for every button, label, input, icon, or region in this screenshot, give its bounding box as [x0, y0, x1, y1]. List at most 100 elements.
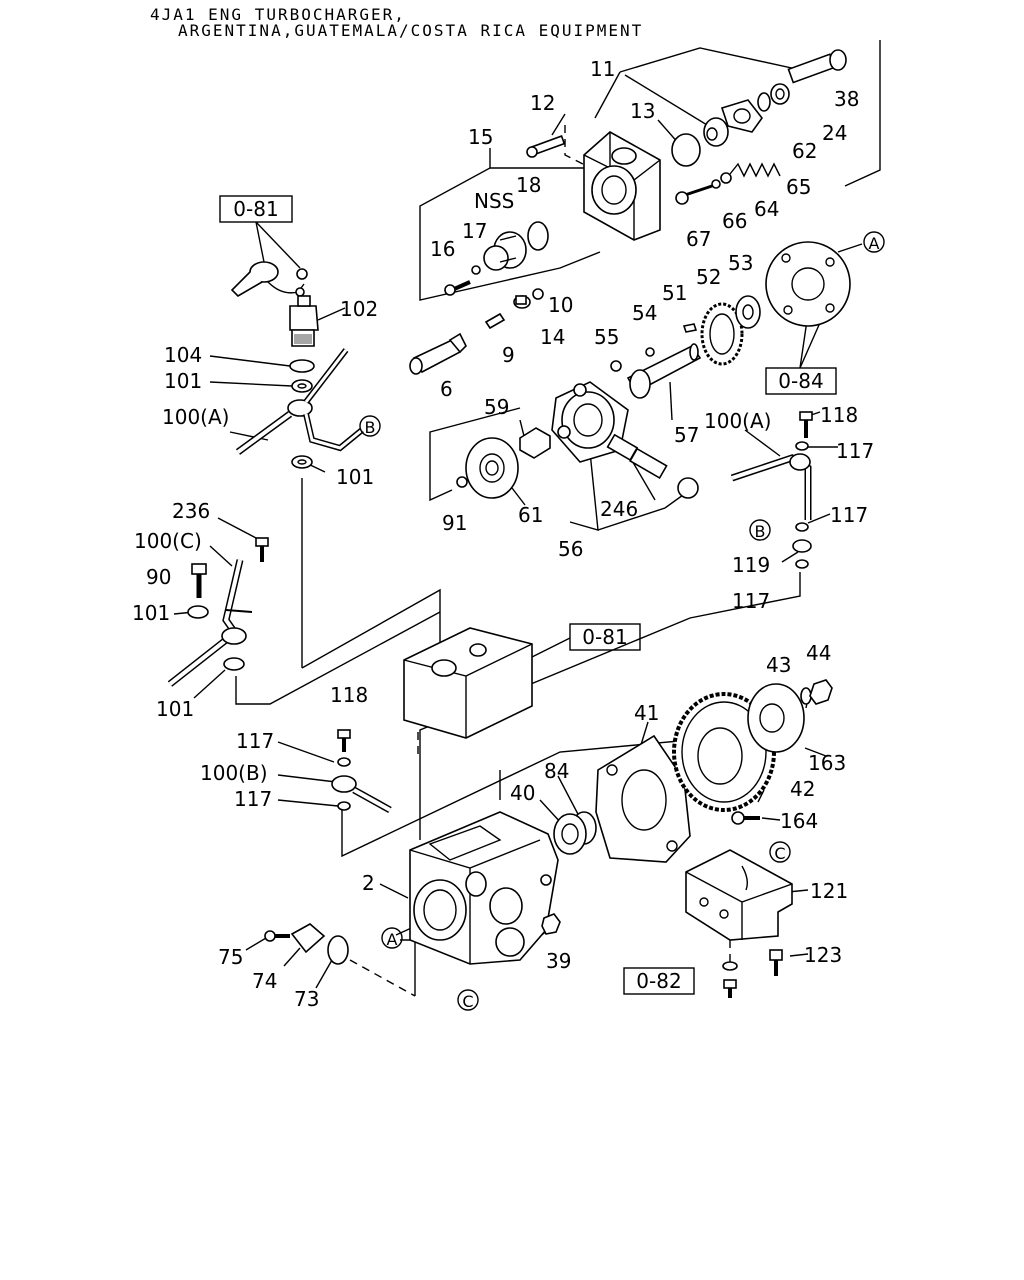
part-label-66: 66 — [722, 209, 747, 233]
gear-52-part — [700, 302, 744, 366]
part-label-44: 44 — [806, 641, 831, 665]
part-label-9: 9 — [502, 343, 515, 367]
washer-117c-part — [795, 559, 809, 569]
valve-nss-part — [483, 231, 527, 271]
part-label-164: 164 — [780, 809, 818, 833]
part-label-117a: 117 — [836, 439, 874, 463]
part-label-100a2: 100(A) — [704, 409, 771, 433]
bracket-121-part — [685, 849, 793, 941]
callout-c-bottom: C — [457, 989, 479, 1011]
ref-label: 0-81 — [233, 197, 278, 221]
nut-44-part — [809, 679, 833, 705]
washer-117a-part — [795, 441, 809, 451]
bolt-118a-part — [799, 411, 813, 438]
part-label-16: 16 — [430, 237, 455, 261]
pipe-100a-right-part — [730, 453, 812, 520]
washer-66-part — [711, 179, 721, 189]
part-label-13: 13 — [630, 99, 655, 123]
part-label-57: 57 — [674, 423, 699, 447]
parts-drawings — [167, 49, 851, 998]
part-label-84: 84 — [544, 759, 569, 783]
washer-101d-part — [223, 657, 245, 671]
washer-17-part — [471, 265, 481, 275]
bolt-0-82-part — [723, 979, 737, 998]
part-label-102: 102 — [340, 297, 378, 321]
part-label-52: 52 — [696, 265, 721, 289]
bolt-164-part — [731, 811, 760, 825]
bolt-123-part — [769, 949, 783, 976]
part-label-118a: 118 — [820, 403, 858, 427]
part-label-90: 90 — [146, 565, 171, 589]
part-label-117e: 117 — [234, 787, 272, 811]
part-label-12: 12 — [530, 91, 555, 115]
ref-box-0-84[interactable]: 0-84 — [765, 367, 837, 395]
part-label-nss: NSS — [474, 189, 514, 213]
spacer-119-part — [792, 539, 812, 553]
flange-0-84-part — [765, 241, 851, 327]
part-label-75: 75 — [218, 945, 243, 969]
pump-body-2-part — [409, 811, 559, 965]
svg-text:B: B — [755, 522, 766, 541]
hub-163-part — [747, 683, 805, 753]
part-label-100a: 100(A) — [162, 405, 229, 429]
plate-62-part — [720, 99, 763, 133]
part-label-74: 74 — [252, 969, 277, 993]
callout-b-left: B — [359, 415, 381, 437]
o-ring-18-part — [527, 221, 549, 251]
ref-box-0-82[interactable]: 0-82 — [623, 967, 695, 995]
part-label-10: 10 — [548, 293, 573, 317]
cross-59-part — [519, 427, 551, 459]
part-label-104: 104 — [164, 343, 202, 367]
bolt-38-part — [787, 49, 847, 84]
washer-101a-part — [291, 379, 313, 393]
part-label-100c: 100(C) — [134, 529, 202, 553]
pipe-100b-part — [331, 775, 392, 814]
part-label-6: 6 — [440, 377, 453, 401]
part-label-246: 246 — [600, 497, 638, 521]
part-label-117d: 117 — [236, 729, 274, 753]
o-ring-13-part — [671, 133, 701, 167]
plug-102-part — [289, 295, 319, 347]
part-label-100b: 100(B) — [200, 761, 268, 785]
washer-117e-part — [337, 801, 351, 811]
cover-41-part — [595, 734, 691, 863]
part-label-38: 38 — [834, 87, 859, 111]
rollers-246-part — [606, 433, 699, 499]
part-label-42: 42 — [790, 777, 815, 801]
part-label-101b: 101 — [336, 465, 374, 489]
washer-101c-part — [187, 605, 209, 619]
key-51-part — [682, 323, 698, 333]
spring-65-part — [729, 162, 781, 178]
o-ring-104-part — [289, 359, 315, 373]
callout-c-right: C — [769, 841, 791, 863]
part-labels: 11 12 13 15 18 NSS 17 16 38 24 62 65 64 … — [132, 57, 874, 1011]
washer-24-part — [757, 92, 771, 112]
washer-91-part — [456, 476, 468, 488]
callout-a-top: A — [863, 231, 885, 253]
ref-box-0-81-mid[interactable]: 0-81 — [569, 623, 641, 651]
bearing-40-part — [553, 813, 587, 855]
stud-12-part — [526, 135, 566, 158]
part-label-117b: 117 — [830, 503, 868, 527]
ref-label: 0-81 — [582, 625, 627, 649]
washer-55-part — [610, 360, 622, 372]
bolt-16-part — [444, 280, 471, 296]
pipe-100a-left-part — [235, 348, 364, 455]
pin-67-part — [675, 184, 713, 205]
diagram-title-line2: ARGENTINA,GUATEMALA/COSTA RICA EQUIPMENT — [178, 21, 644, 40]
part-label-101c: 101 — [132, 601, 170, 625]
part-label-56: 56 — [558, 537, 583, 561]
part-label-62: 62 — [792, 139, 817, 163]
washer-0-82-part — [722, 961, 738, 971]
washer-101b-part — [291, 455, 313, 469]
part-label-2: 2 — [362, 871, 375, 895]
part-label-55: 55 — [594, 325, 619, 349]
screw-9-part — [484, 312, 506, 330]
washer-10-part — [532, 288, 544, 300]
plate-74-part — [290, 923, 326, 954]
o-ring-73-part — [327, 935, 349, 965]
diagram-title-line1: 4JA1 ENG TURBOCHARGER, — [150, 5, 406, 24]
part-label-64: 64 — [754, 197, 779, 221]
ref-box-0-81-top[interactable]: 0-81 — [219, 195, 293, 223]
part-label-67: 67 — [686, 227, 711, 251]
